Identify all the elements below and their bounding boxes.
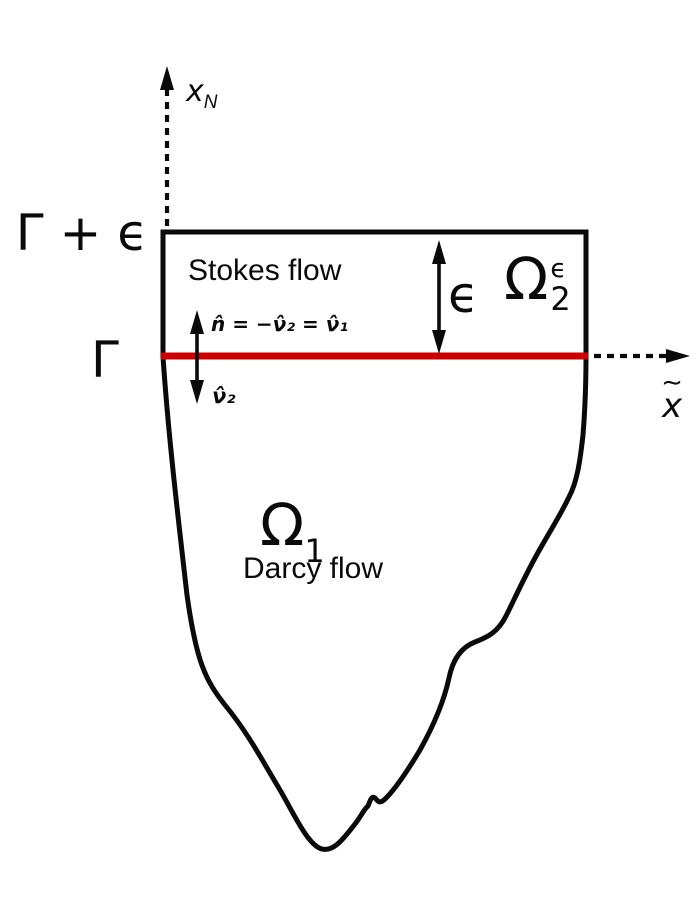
stokes-strip-rectangle [160, 229, 589, 358]
label-nu-hat-2: ν̂₂ [212, 384, 236, 408]
xn-base: x [186, 74, 204, 109]
label-gamma: Γ [91, 331, 119, 389]
omega1-base: Ω [260, 491, 305, 559]
label-omega-1: Ω1 [260, 496, 325, 567]
label-stokes-flow: Stokes flow [188, 254, 342, 287]
xtilde-base: x [661, 386, 683, 426]
xn-subscript: N [203, 92, 218, 113]
darcy-domain-outline [160, 354, 589, 852]
omega2-superscript: ϵ [550, 254, 567, 284]
axis-label-xtilde: ∼ x [653, 368, 691, 426]
label-omega-2-eps: Ω ϵ 2 [504, 250, 571, 315]
label-gamma-plus-epsilon: Γ + ϵ [15, 204, 148, 262]
xtilde-accent: ∼ [661, 368, 683, 398]
label-darcy-flow: Darcy flow [243, 552, 384, 585]
omega2-subscript: 2 [550, 280, 571, 318]
axis-label-xn: xN [186, 74, 218, 113]
label-normal-identity: n̂ = −ν̂₂ = ν̂₁ [211, 312, 349, 336]
label-epsilon-gap: ϵ [448, 266, 479, 324]
omega2-base: Ω [504, 245, 549, 313]
omega1-subscript: 1 [304, 532, 325, 570]
